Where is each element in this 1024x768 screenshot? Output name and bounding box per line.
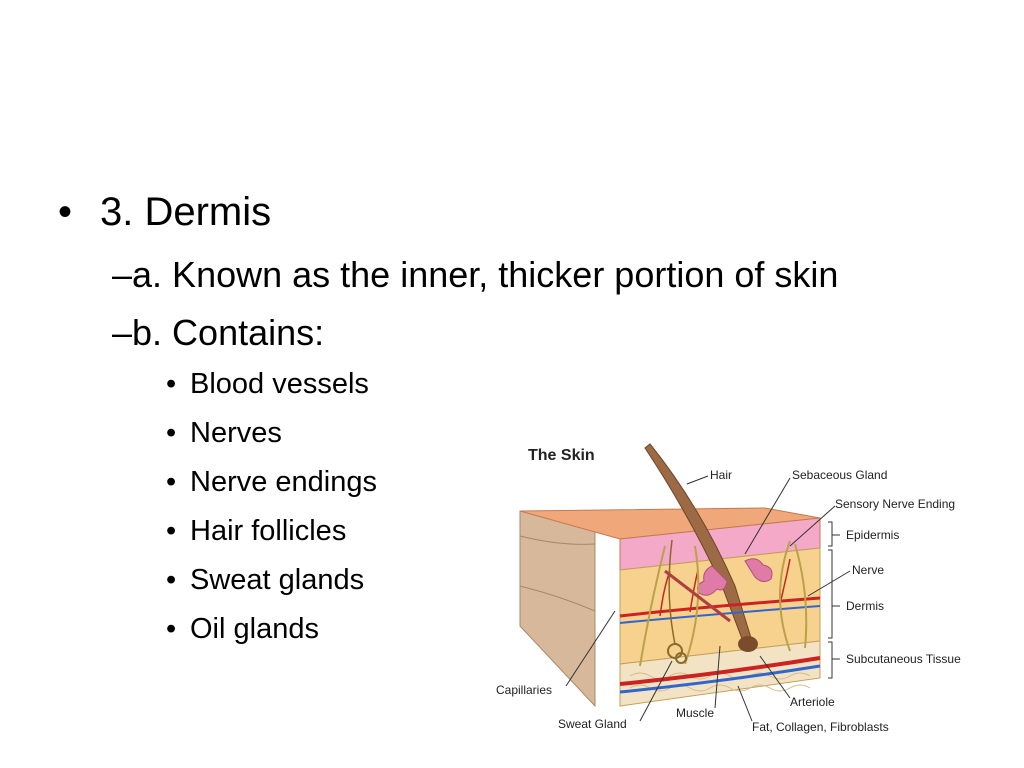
- list-item-text: Sweat glands: [190, 564, 365, 596]
- leader-lines: [565, 475, 851, 722]
- epidermis-bracket: [828, 521, 833, 547]
- bullet-marker: •: [58, 190, 73, 234]
- contents-item-oil-glands: • Oil glands: [166, 611, 319, 647]
- bullet-marker: •: [166, 515, 177, 547]
- label-capillaries: Capillaries: [496, 683, 552, 697]
- dermis-bracket: [828, 549, 833, 639]
- artery-lower: [619, 656, 821, 686]
- label-nerve: Nerve: [852, 563, 884, 577]
- artery-upper: [619, 596, 821, 618]
- arrector-muscle: [664, 569, 731, 623]
- subpoint-b: –b. Contains:: [112, 310, 324, 356]
- bullet-marker: •: [166, 613, 177, 645]
- list-item-text: Oil glands: [190, 613, 319, 645]
- dash-marker: –: [112, 254, 133, 295]
- label-epidermis: Epidermis: [846, 528, 899, 542]
- list-item-text: Nerve endings: [190, 466, 377, 498]
- heading-dermis: • 3. Dermis: [58, 186, 271, 238]
- label-sensory-nerve-ending: Sensory Nerve Ending: [835, 497, 955, 511]
- list-item-text: Hair follicles: [190, 515, 347, 547]
- diagram-title: The Skin: [528, 447, 595, 464]
- label-sweat-gland: Sweat Gland: [558, 717, 627, 731]
- side-strata: [519, 535, 596, 612]
- sweat-gland-coil: [675, 652, 687, 664]
- contents-item-hair-follicles: • Hair follicles: [166, 513, 346, 549]
- skin-diagram: The Skin Hair Sebaceous Gland Sensory Ne…: [496, 443, 961, 734]
- subpoint-text: b. Contains:: [132, 312, 325, 353]
- label-muscle: Muscle: [676, 706, 714, 720]
- label-fat-collagen-fibroblasts: Fat, Collagen, Fibroblasts: [752, 720, 889, 734]
- bullet-marker: •: [166, 564, 177, 596]
- subpoint-text: a. Known as the inner, thicker portion o…: [132, 254, 839, 295]
- label-arteriole: Arteriole: [790, 695, 835, 709]
- side-face: [519, 510, 596, 708]
- list-item-text: Nerves: [190, 417, 282, 449]
- vein-lower: [619, 664, 821, 694]
- dash-marker: –: [112, 312, 133, 353]
- bullet-marker: •: [166, 368, 177, 400]
- label-sebaceous-gland: Sebaceous Gland: [792, 468, 887, 482]
- label-hair: Hair: [710, 468, 732, 482]
- bullet-marker: •: [166, 417, 177, 449]
- sweat-duct: [668, 539, 676, 645]
- list-item-text: Blood vessels: [190, 368, 369, 400]
- contents-item-nerve-endings: • Nerve endings: [166, 464, 377, 500]
- nerve-fibers: [639, 540, 808, 667]
- subcutaneous-bracket: [828, 641, 833, 679]
- bullet-marker: •: [166, 466, 177, 498]
- hair-bulb: [738, 636, 758, 652]
- subpoint-a: –a. Known as the inner, thicker portion …: [112, 252, 838, 298]
- label-subcutaneous-tissue: Subcutaneous Tissue: [846, 652, 961, 666]
- vein-upper: [619, 605, 821, 624]
- label-dermis: Dermis: [846, 599, 884, 613]
- contents-item-blood-vessels: • Blood vessels: [166, 366, 369, 402]
- heading-text: 3. Dermis: [100, 190, 272, 234]
- contents-item-nerves: • Nerves: [166, 415, 282, 451]
- contents-item-sweat-glands: • Sweat glands: [166, 562, 364, 598]
